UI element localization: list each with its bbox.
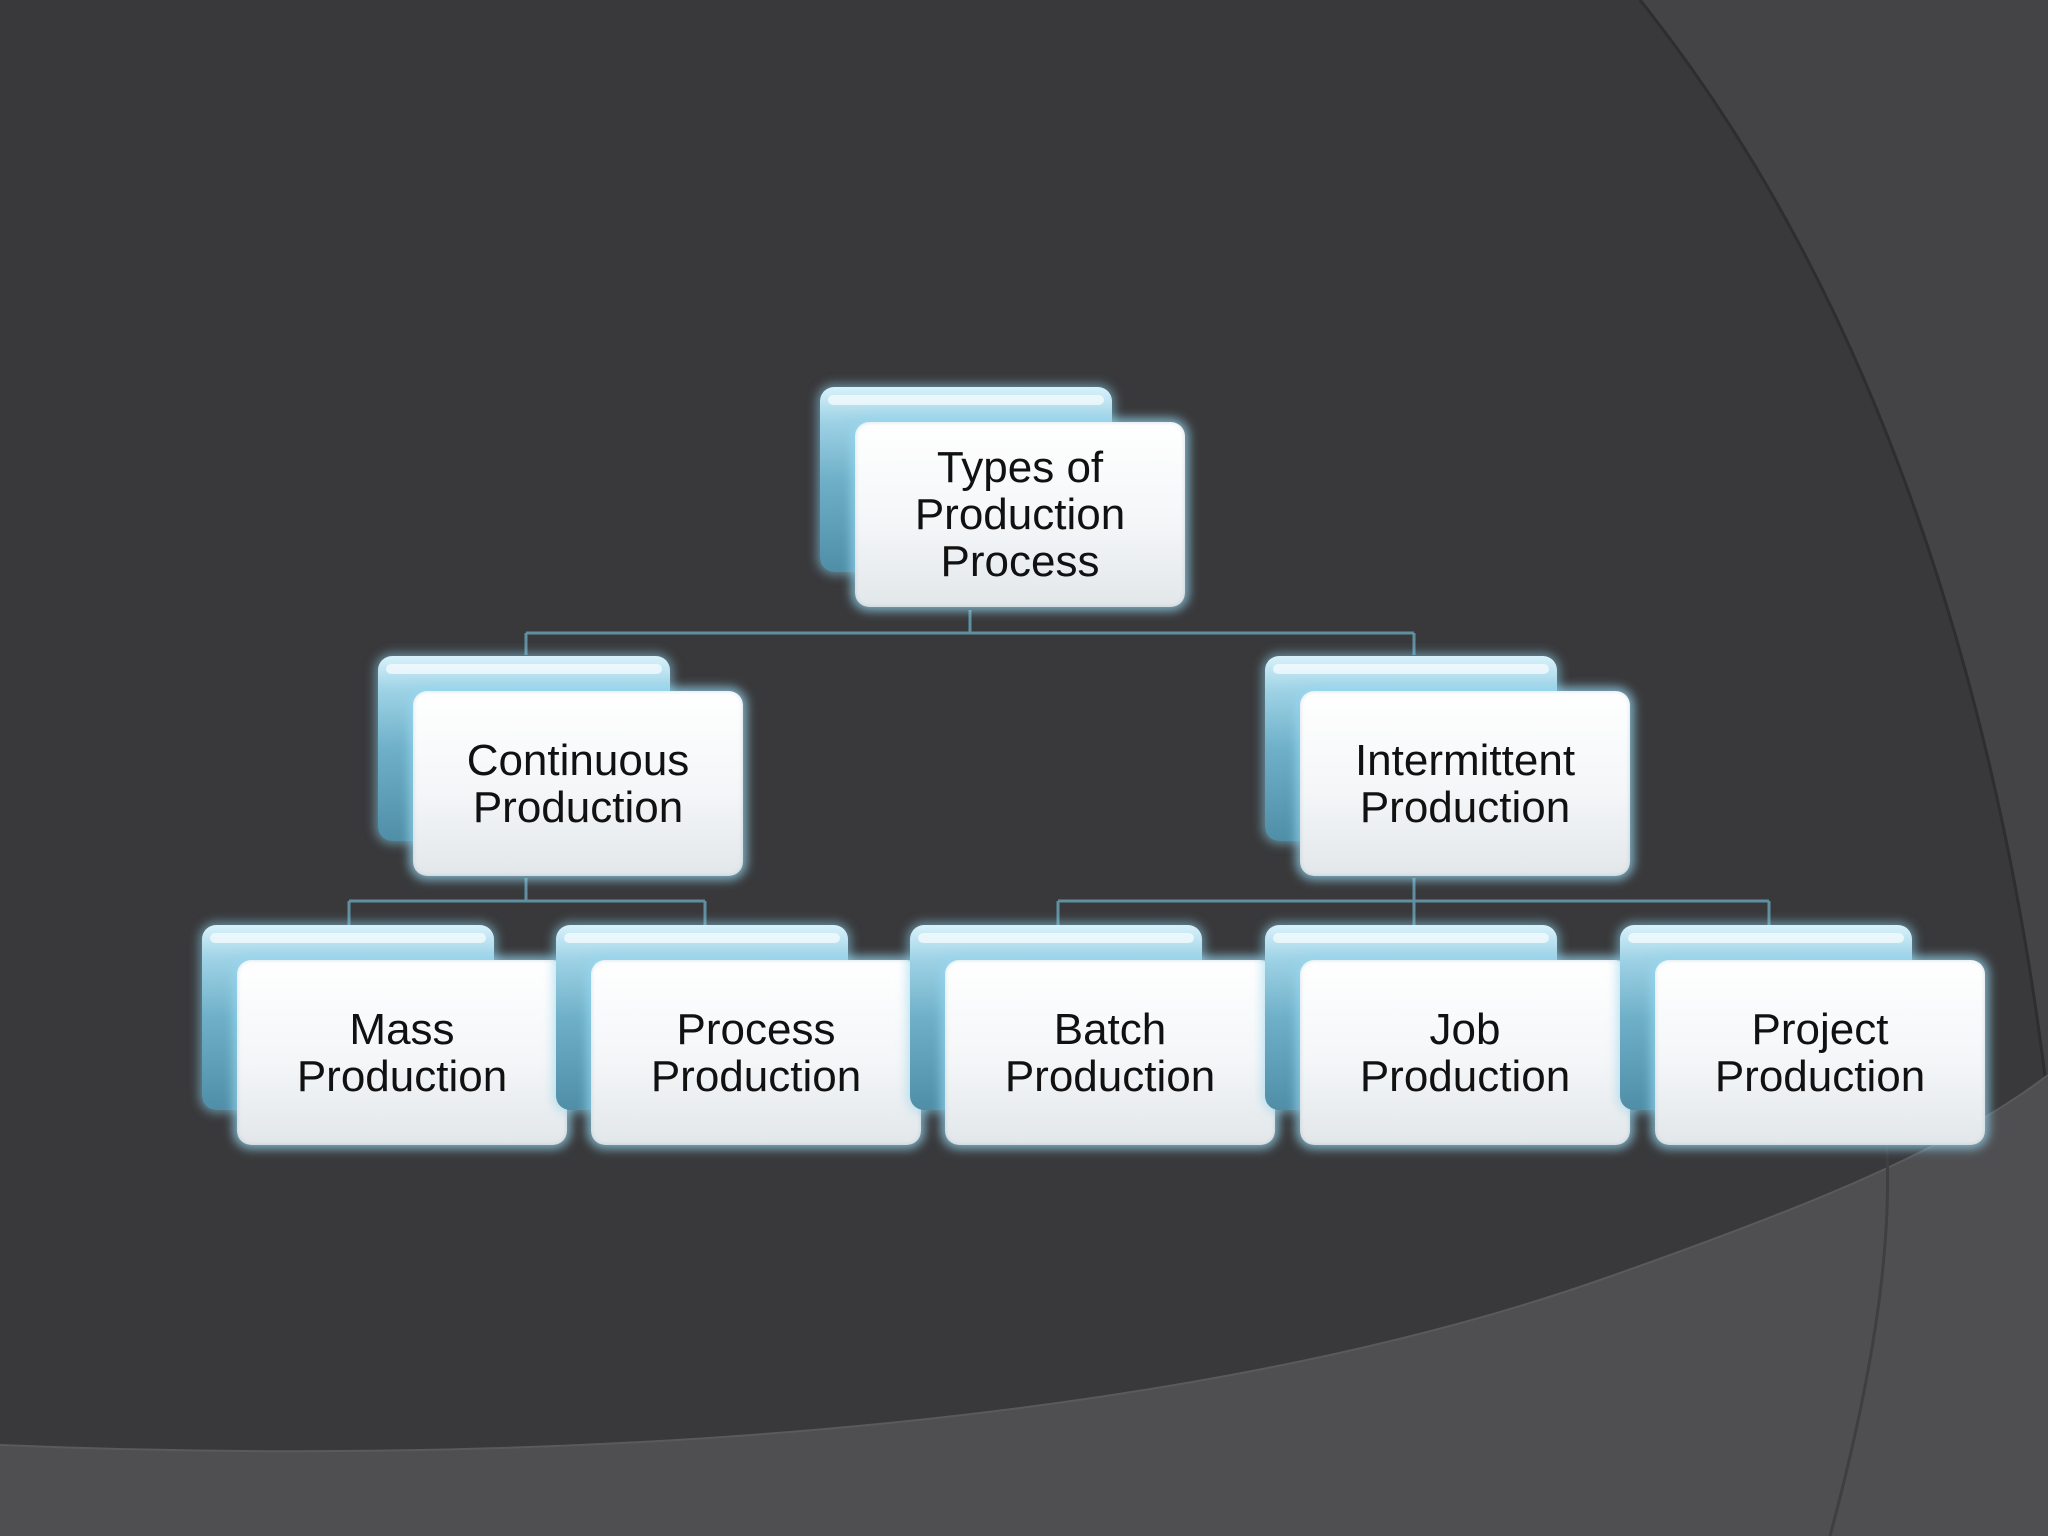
top-right-swoosh-line [1638,0,2048,1101]
node-process-production: Process Production [556,925,921,1145]
node-label: Mass Production [296,1004,508,1101]
node-label: Job Production [1359,1004,1571,1101]
bottom-swoosh [0,1075,2048,1536]
node-card: Project Production [1655,960,1985,1145]
node-card: Mass Production [237,960,567,1145]
node-card: Types of Production Process [855,422,1185,607]
node-types-of-production-process: Types of Production Process [820,387,1185,607]
node-card: Job Production [1300,960,1630,1145]
node-label: Continuous Production [466,735,690,832]
node-label: Process Production [650,1004,862,1101]
top-right-swoosh [1640,0,2048,1100]
node-card: Process Production [591,960,921,1145]
node-continuous-production: Continuous Production [378,656,743,876]
node-card: Intermittent Production [1300,691,1630,876]
node-intermittent-production: Intermittent Production [1265,656,1630,876]
connector-continuous-to-children [347,878,707,925]
node-label: Types of Production Process [914,443,1126,586]
bottom-swoosh-line [0,1074,2048,1453]
connector-intermittent-to-children [1056,878,1771,925]
connector-root-to-level1 [524,610,1416,655]
node-label: Project Production [1714,1004,1926,1101]
node-mass-production: Mass Production [202,925,567,1145]
node-label: Intermittent Production [1354,735,1576,832]
node-card: Batch Production [945,960,1275,1145]
node-label: Batch Production [1004,1004,1216,1101]
node-project-production: Project Production [1620,925,1985,1145]
node-job-production: Job Production [1265,925,1630,1145]
node-batch-production: Batch Production [910,925,1275,1145]
node-card: Continuous Production [413,691,743,876]
